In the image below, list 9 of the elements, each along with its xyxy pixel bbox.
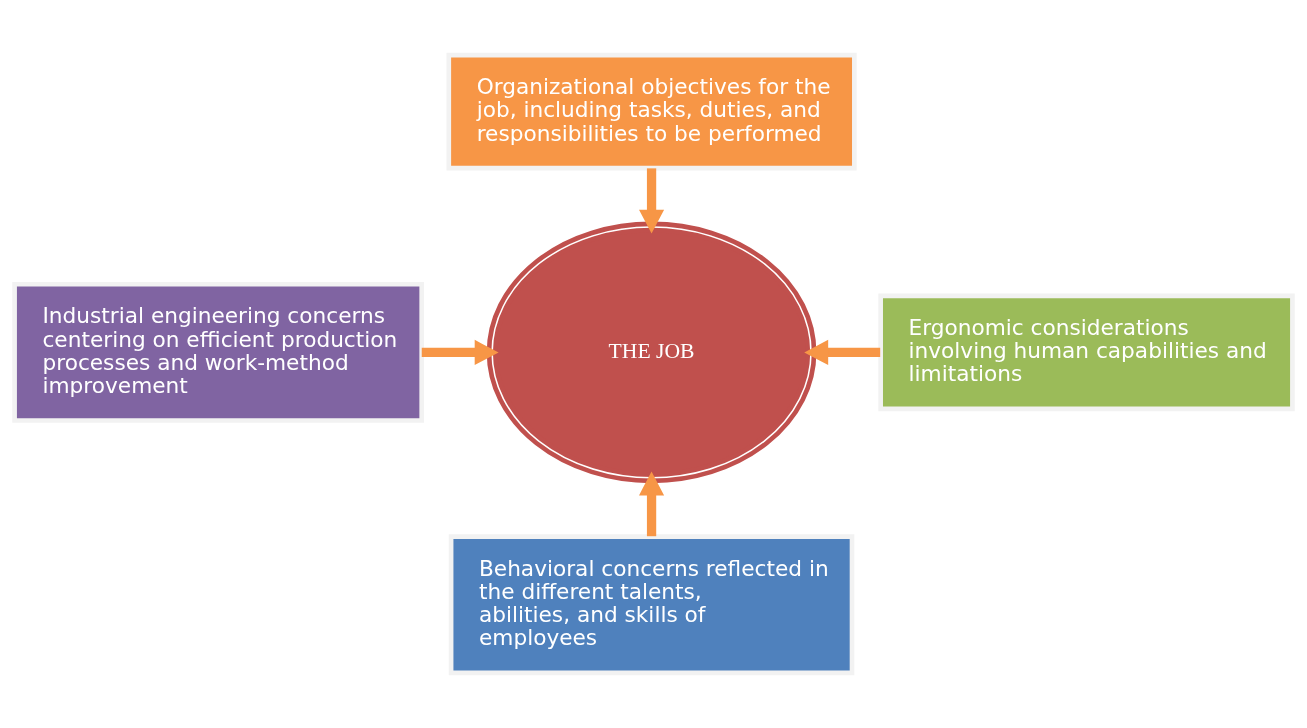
- node-box: Behavioral concerns reflected in the different talents, abilities, and skills of employees: [448, 534, 855, 676]
- arrow: [639, 471, 665, 537]
- node-ellipse: THE JOB: [486, 221, 817, 484]
- node-box: Organizational objectives for the job, including tasks, duties, and responsibilities to be performed: [446, 52, 857, 171]
- arrow: [804, 339, 881, 365]
- arrow: [639, 168, 665, 234]
- node-box: Ergonomic considerations involving human capabilities and limitations: [878, 293, 1295, 412]
- node-box: Industrial engineering concerns centering on efficient production processes and work-method improvement: [12, 281, 424, 423]
- arrow: [421, 339, 499, 365]
